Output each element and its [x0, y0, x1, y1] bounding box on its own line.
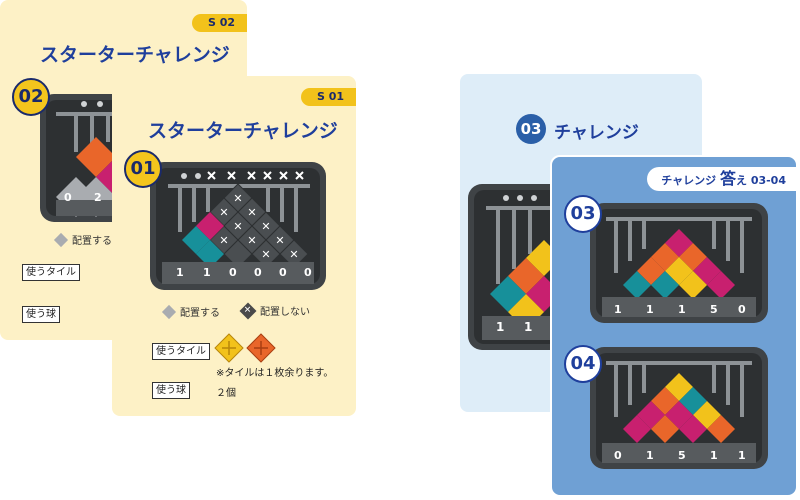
- legend-place-label: 配置する: [180, 308, 220, 319]
- board-counter: 0: [254, 266, 262, 279]
- tile-icon-yellow: [214, 333, 244, 363]
- svg-text:✕: ✕: [289, 248, 298, 261]
- board-counter: 0: [614, 449, 622, 462]
- legend-place-label: 配置する: [72, 236, 112, 247]
- svg-text:✕: ✕: [247, 234, 256, 247]
- board-counter: 5: [710, 303, 718, 316]
- no-place-mark: ✕: [244, 304, 252, 315]
- svg-text:✕: ✕: [261, 220, 270, 233]
- board-counter: 1: [524, 320, 533, 334]
- board-counter: 2: [94, 191, 102, 204]
- card-title: スターターチャレンジ: [148, 120, 338, 142]
- answer-board-04: [590, 347, 768, 469]
- card-title: スターターチャレンジ: [40, 44, 230, 66]
- legend-place: 配置する: [53, 232, 112, 247]
- answer-number-badge: 03: [564, 195, 602, 233]
- card-number-badge: 01: [124, 150, 162, 188]
- answer-tag: チャレンジ 答え 03-04: [647, 167, 796, 191]
- card-tag: S 01: [300, 88, 356, 106]
- legend-no-place: ✕ 配置しない: [239, 302, 310, 319]
- answer-tag-prefix: チャレンジ: [661, 174, 717, 187]
- use-tiles-label: 使うタイル: [152, 343, 210, 360]
- board-counter: 0: [279, 266, 287, 279]
- board-counter: 1: [738, 449, 746, 462]
- svg-text:✕: ✕: [261, 248, 270, 261]
- board-counter: 1: [646, 303, 654, 316]
- board-counter: 1: [496, 320, 505, 334]
- svg-text:✕: ✕: [219, 234, 228, 247]
- card-tag: S 02: [191, 14, 247, 32]
- legend-no-place-label: 配置しない: [260, 307, 310, 318]
- answer-number-badge: 04: [564, 345, 602, 383]
- svg-text:✕: ✕: [247, 206, 256, 219]
- board-counter: 0: [64, 191, 72, 204]
- svg-text:✕: ✕: [275, 234, 284, 247]
- use-balls-label: 使う球: [152, 382, 190, 399]
- challenge-number-badge: 03: [516, 114, 546, 144]
- board-counter: 1: [646, 449, 654, 462]
- board-counter: 0: [304, 266, 312, 279]
- board-counter: 0: [229, 266, 237, 279]
- board-counter: 1: [614, 303, 622, 316]
- svg-text:✕: ✕: [233, 192, 242, 205]
- tile-icon-orange: [246, 333, 276, 363]
- card-number-badge: 02: [12, 78, 50, 116]
- use-balls-label: 使う球: [22, 306, 60, 323]
- use-tiles-label: 使うタイル: [22, 264, 80, 281]
- diamond-icon: [161, 304, 177, 319]
- board-counter: 5: [678, 449, 686, 462]
- board-counter: 1: [176, 266, 184, 279]
- balls-count: ２個: [216, 388, 236, 399]
- board-counter: 0: [738, 303, 746, 316]
- diamond-x-icon: ✕: [239, 302, 257, 319]
- game-board: ✕ ✕ ✕ ✕ ✕ ✕ ✕ ✕ ✕ ✕: [150, 162, 326, 290]
- svg-text:✕: ✕: [233, 220, 242, 233]
- board-counter: 1: [203, 266, 211, 279]
- svg-text:✕: ✕: [219, 206, 228, 219]
- diamond-icon: [53, 232, 69, 247]
- board-counter: 1: [678, 303, 686, 316]
- answer-board-03: [590, 203, 768, 323]
- card-s01: S 01 スターターチャレンジ ✕ ✕ ✕ ✕ ✕ ✕ ✕ ✕ ✕ ✕: [112, 76, 356, 416]
- card-answer-03-04: チャレンジ 答え 03-04 03 1 1 1 5 0: [550, 155, 798, 497]
- answer-tag-small: え: [735, 174, 747, 187]
- answer-tag-big: 答: [719, 169, 736, 188]
- legend-place: 配置する: [161, 304, 220, 319]
- answer-tag-range: 03-04: [750, 174, 786, 187]
- board-counter: 1: [710, 449, 718, 462]
- challenge-title: チャレンジ: [554, 123, 639, 143]
- tile-note: ※タイルは１枚余ります。: [216, 368, 334, 379]
